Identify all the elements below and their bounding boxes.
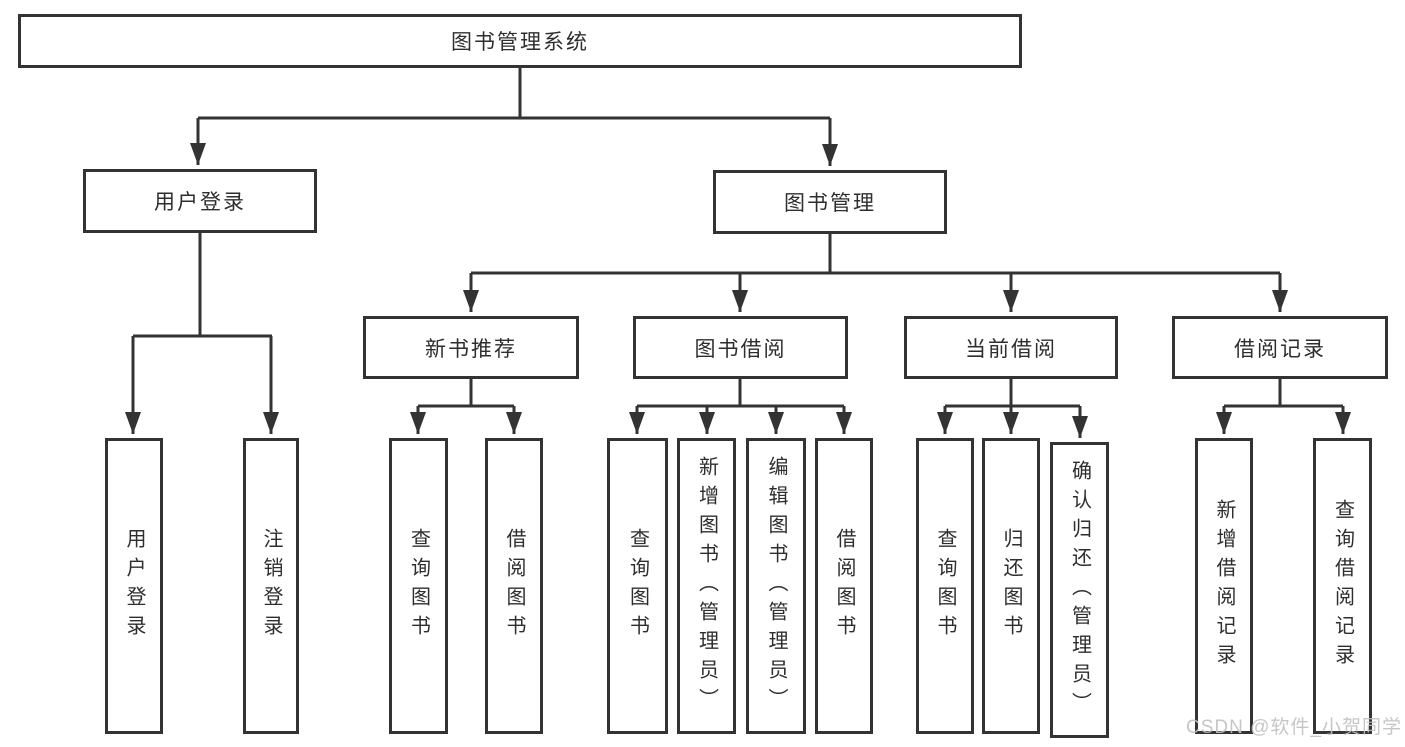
leaf-borrow-lend-book: 借阅图书: [815, 438, 873, 734]
node-label: 借阅图书: [833, 528, 855, 644]
node-label: 确认归还（管理员）: [1068, 459, 1091, 721]
node-current-borrow: 当前借阅: [904, 316, 1118, 379]
node-label: 查询图书: [934, 528, 956, 644]
node-label: 图书管理系统: [451, 31, 589, 54]
node-label: 新增图书（管理员）: [695, 455, 718, 717]
node-label: 借阅记录: [1234, 337, 1326, 361]
node-label: 新增借阅记录: [1213, 499, 1235, 673]
node-label: 查询借阅记录: [1331, 499, 1354, 673]
leaf-newbook-borrow: 借阅图书: [485, 438, 543, 734]
node-label: 新书推荐: [425, 337, 517, 361]
node-label: 借阅图书: [503, 528, 525, 644]
node-book-borrow: 图书借阅: [633, 316, 848, 379]
leaf-borrow-add-book-admin: 新增图书（管理员）: [677, 438, 736, 734]
node-label: 查询图书: [626, 528, 649, 644]
node-label: 用户登录: [154, 191, 246, 214]
leaf-current-query-book: 查询图书: [916, 438, 974, 734]
leaf-current-confirm-return-admin: 确认归还（管理员）: [1050, 442, 1109, 738]
node-label: 图书管理: [784, 192, 876, 215]
leaf-user-logout: 注销登录: [243, 438, 299, 734]
node-label: 归还图书: [1000, 528, 1022, 644]
leaf-borrow-edit-book-admin: 编辑图书（管理员）: [746, 438, 806, 734]
csdn-watermark: CSDN @软件_小贺同学: [1186, 717, 1402, 738]
leaf-current-return-book: 归还图书: [982, 438, 1040, 734]
leaf-borrow-query-book: 查询图书: [607, 438, 668, 734]
leaf-user-login: 用户登录: [105, 438, 163, 734]
leaf-record-add: 新增借阅记录: [1195, 438, 1253, 734]
node-borrow-record: 借阅记录: [1172, 316, 1388, 379]
node-label: 图书借阅: [694, 337, 787, 361]
leaf-newbook-query: 查询图书: [389, 438, 448, 734]
node-label: 查询图书: [407, 528, 430, 644]
node-library-management-system: 图书管理系统: [18, 14, 1022, 68]
node-label: 注销登录: [260, 528, 282, 644]
node-label: 用户登录: [123, 528, 145, 644]
leaf-record-query: 查询借阅记录: [1313, 438, 1372, 734]
node-label: 编辑图书（管理员）: [765, 455, 787, 717]
node-label: 当前借阅: [965, 337, 1057, 361]
node-new-book-recommend: 新书推荐: [363, 316, 579, 379]
node-book-management: 图书管理: [713, 170, 947, 234]
node-user-login: 用户登录: [83, 169, 317, 233]
